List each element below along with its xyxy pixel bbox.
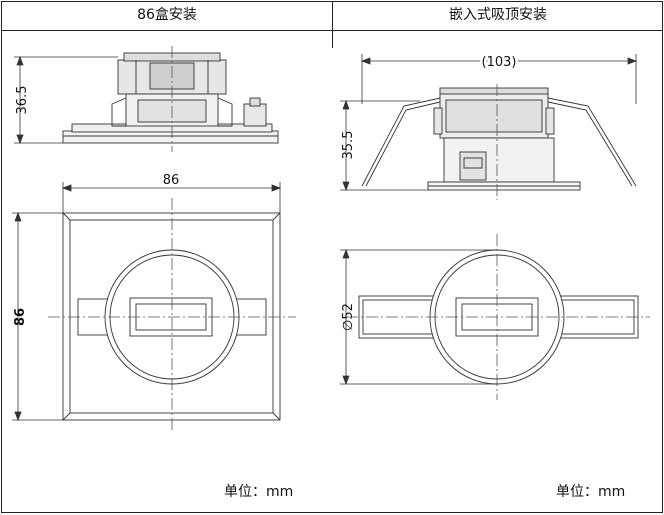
dim-text-left-top-height: 86: [13, 308, 28, 326]
left-top-view: [62, 212, 281, 421]
dim-left-top-width: [61, 182, 282, 213]
right-side-view: [361, 87, 637, 191]
dim-text-left-top-width: 86: [163, 173, 180, 188]
dim-text-right-side-width: (103): [482, 55, 517, 70]
dim-text-right-side-height: 35.5: [341, 131, 356, 160]
dim-right-side-width: [360, 54, 638, 104]
unit-label-left: 单位：mm: [224, 484, 294, 500]
header-86-box: 86盒安装: [137, 7, 197, 23]
header-ceiling-mount: 嵌入式吸顶安装: [449, 7, 547, 23]
dim-left-side-height: [14, 55, 118, 145]
dim-text-left-side-height: 36.5: [15, 86, 30, 115]
dim-right-top-diameter: [340, 248, 497, 386]
right-top-centerlines: [346, 234, 650, 400]
dim-right-side-height: [340, 99, 428, 192]
dim-text-right-top-diameter: ∅52: [341, 303, 356, 331]
left-side-view: [62, 52, 279, 144]
left-top-centerlines: [48, 198, 296, 432]
dim-left-top-height: [12, 211, 63, 422]
unit-label-right: 单位：mm: [556, 484, 626, 500]
